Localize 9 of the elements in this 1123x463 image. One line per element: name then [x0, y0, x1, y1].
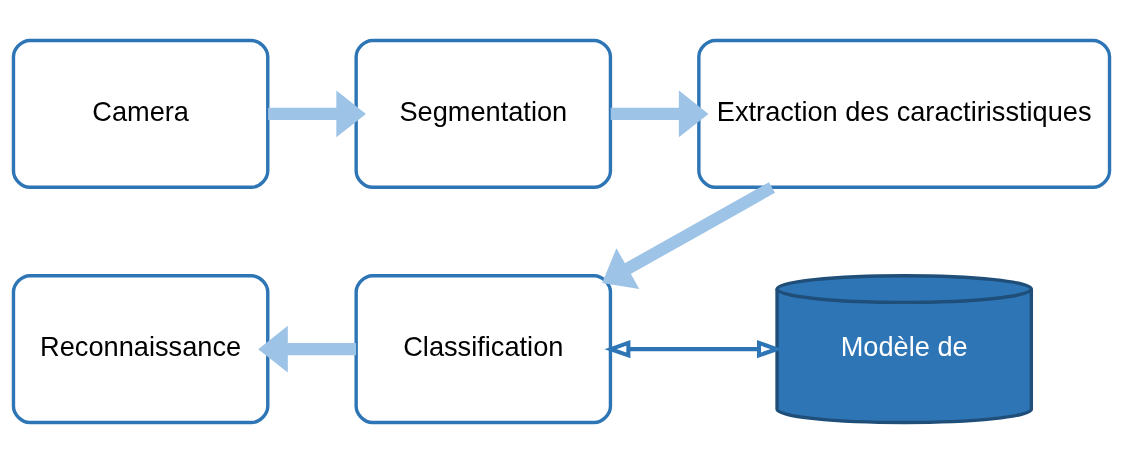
node-box: Segmentation [354, 38, 613, 189]
node-box: Classification [354, 274, 613, 425]
arrow [610, 90, 709, 138]
node-box: Extraction des caractirisstiques [697, 38, 1112, 189]
node-box: Reconnaissance [11, 274, 270, 425]
node-box: Camera [11, 38, 270, 189]
arrow [268, 90, 366, 138]
arrow [602, 182, 775, 289]
arrow [258, 325, 357, 373]
